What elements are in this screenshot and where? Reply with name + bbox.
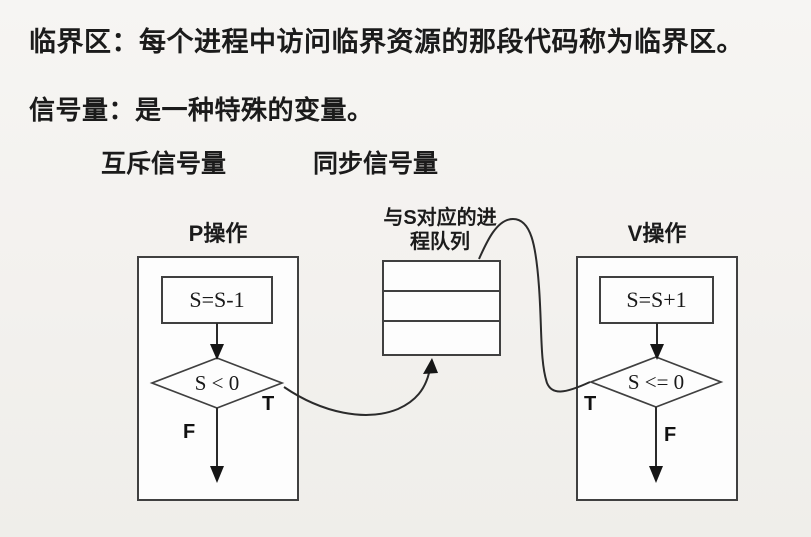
v-condition-text: S <= 0 <box>627 369 685 394</box>
queue-label-line2: 程队列 <box>410 231 470 253</box>
queue-box <box>382 260 501 356</box>
queue-to-v-curve <box>478 217 591 393</box>
v-assign-text: S=S+1 <box>626 287 687 312</box>
semaphore-definition: 信号量：是一种特殊的变量。 <box>29 95 374 125</box>
p-assign-arrowhead <box>210 344 224 360</box>
v-false-arrowhead <box>649 466 663 483</box>
p-false-label: F <box>183 421 196 443</box>
queue-label-line1: 与S对应的进 <box>383 207 497 229</box>
queue-in-arrowhead <box>423 358 438 374</box>
v-true-label: T <box>584 393 597 415</box>
p-true-label: T <box>262 393 275 415</box>
p-false-arrowhead <box>210 466 224 483</box>
critical-section-definition: 临界区：每个进程中访问临界资源的那段代码称为临界区。 <box>29 27 744 57</box>
p-operation-title: P操作 <box>188 221 248 246</box>
sync-semaphore-label: 同步信号量 <box>313 150 439 178</box>
mutex-semaphore-label: 互斥信号量 <box>101 150 227 178</box>
v-operation-title: V操作 <box>627 221 687 246</box>
v-assign-arrowhead <box>650 344 664 360</box>
queue-label: 与S对应的进 程队列 <box>368 206 512 254</box>
p-condition-text: S < 0 <box>194 370 240 395</box>
p-true-curve <box>283 372 430 416</box>
v-false-label: F <box>664 424 677 446</box>
p-assign-text: S=S-1 <box>189 287 245 312</box>
v-assign-box <box>599 276 714 324</box>
